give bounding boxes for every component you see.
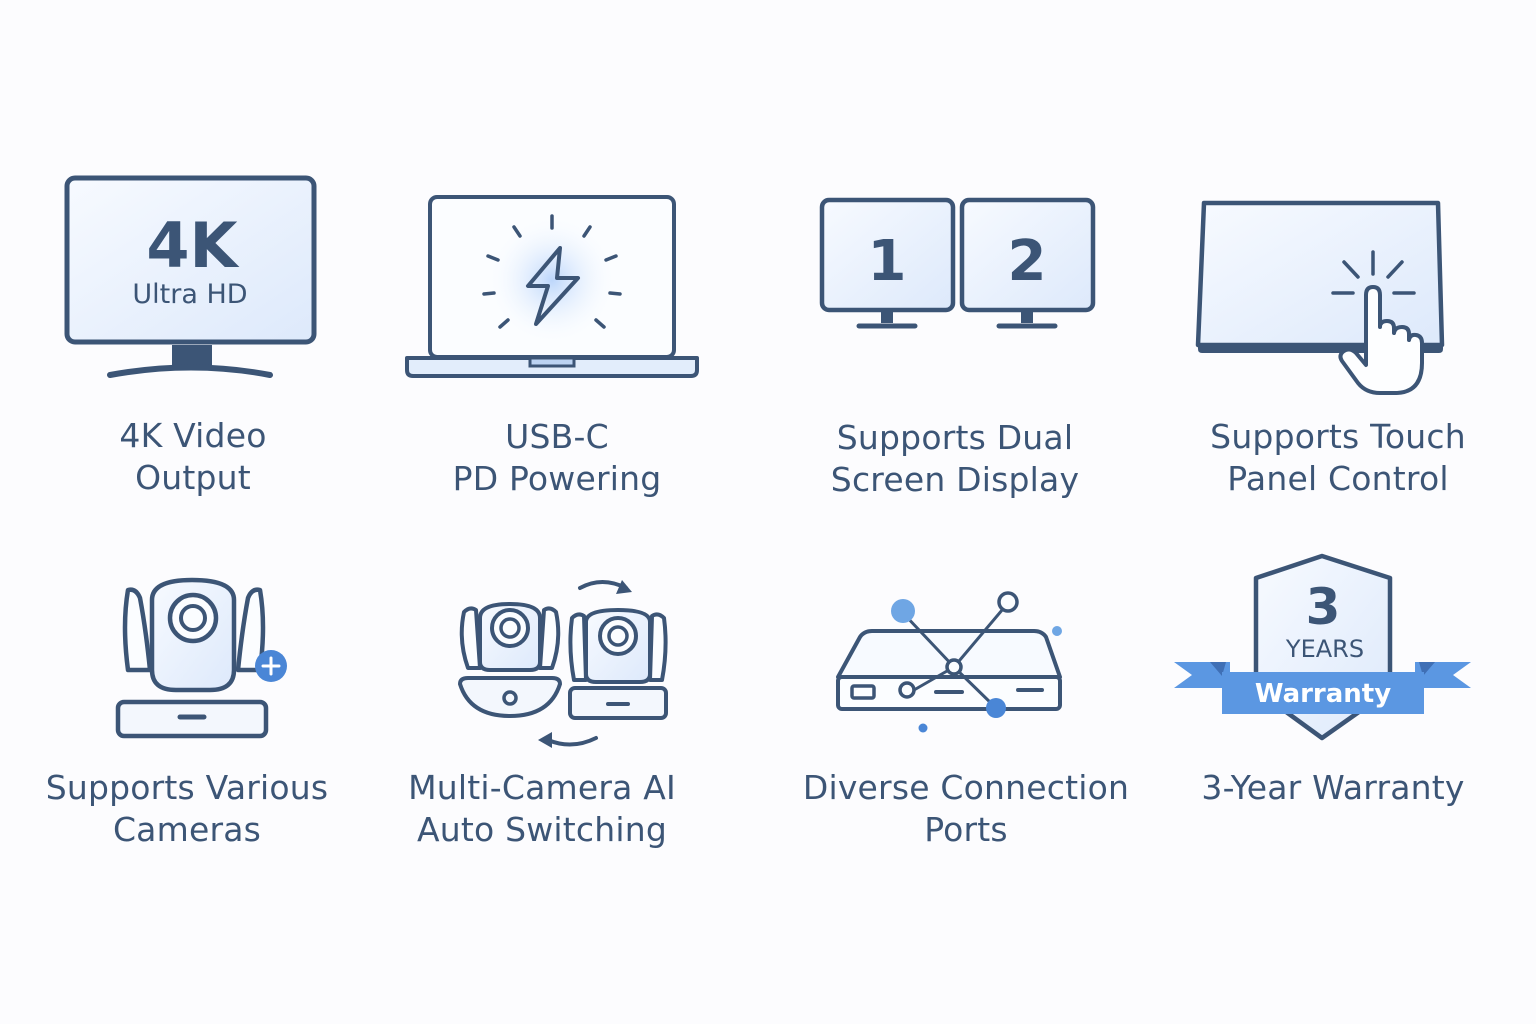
feature-label-line1: 3-Year Warranty: [1201, 768, 1465, 807]
warranty-number-text: 3: [1306, 578, 1341, 636]
warranty-years-text: YEARS: [1285, 635, 1364, 663]
warranty-shield-icon: 3 YEARS Warranty: [1174, 553, 1471, 741]
touch-panel-icon: [1195, 200, 1445, 395]
feature-label: Diverse Connection Ports: [786, 767, 1146, 851]
feature-label-line2: Cameras: [112, 810, 262, 849]
feature-label-line2: Auto Switching: [416, 810, 668, 849]
screen-2-number: 2: [1008, 229, 1047, 294]
feature-label: USB-C PD Powering: [377, 416, 737, 500]
feature-label-line2: Output: [135, 458, 251, 497]
feature-label: Multi-Camera AI Auto Switching: [362, 767, 722, 851]
feature-label-line1: 4K Video: [119, 416, 267, 455]
feature-label: Supports Various Cameras: [7, 767, 367, 851]
screen-4k-text: 4K: [146, 209, 239, 282]
feature-label: Supports Dual Screen Display: [775, 417, 1135, 501]
feature-label-line1: Supports Dual: [836, 418, 1074, 457]
switch-arrow-bottom-icon: [546, 736, 598, 747]
warranty-ribbon-text: Warranty: [1255, 679, 1391, 709]
feature-label-line1: Multi-Camera AI: [408, 768, 676, 807]
screen-ultra-hd-text: Ultra HD: [132, 279, 247, 310]
camera-switching-icon: [457, 580, 668, 748]
ptz-camera-add-icon: [115, 577, 287, 739]
feature-label-line2: PD Powering: [452, 459, 662, 498]
feature-label-line2: Screen Display: [830, 460, 1080, 499]
feature-label: Supports Touch Panel Control: [1158, 416, 1518, 500]
feature-label-line2: Panel Control: [1227, 459, 1449, 498]
dual-monitor-icon: 1 2: [819, 197, 1096, 329]
feature-label-line2: Ports: [924, 810, 1008, 849]
feature-label-line1: Supports Various: [45, 768, 329, 807]
4k-monitor-icon: 4K Ultra HD: [64, 175, 317, 378]
feature-label-line1: Diverse Connection: [802, 768, 1130, 807]
screen-1-number: 1: [868, 229, 907, 294]
feature-label-line1: Supports Touch: [1210, 417, 1466, 456]
feature-label: 4K Video Output: [13, 415, 373, 499]
laptop-power-icon: [405, 195, 699, 378]
connection-hub-icon: [836, 591, 1062, 733]
feature-label-line1: USB-C: [505, 417, 609, 456]
feature-label: 3-Year Warranty: [1153, 767, 1513, 809]
